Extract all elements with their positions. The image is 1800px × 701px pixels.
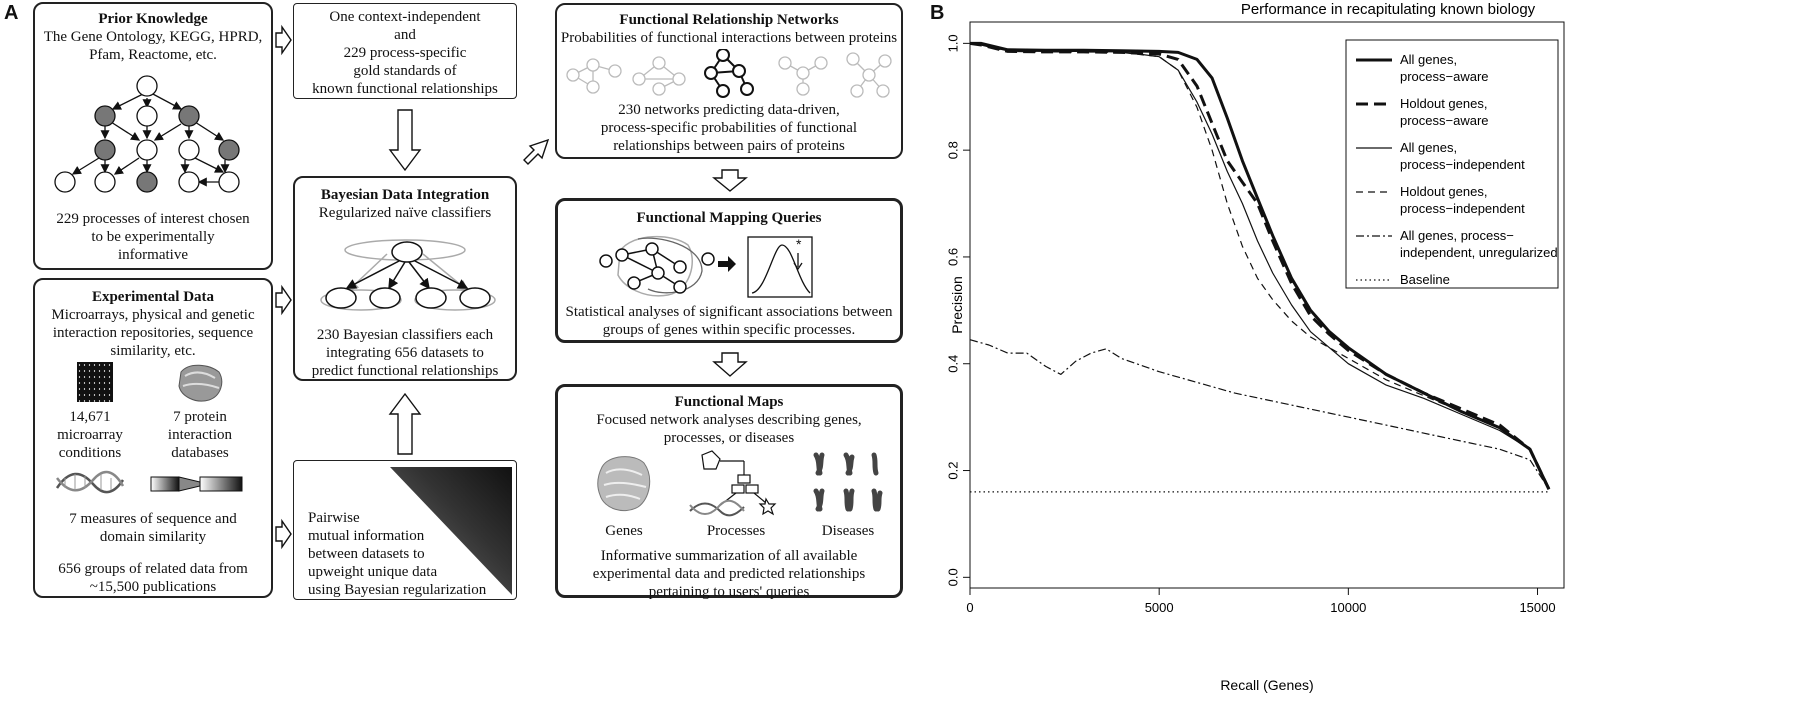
- y-tick-label: 0.8: [945, 141, 960, 159]
- arrow-fmq-to-fm: [714, 353, 746, 376]
- x-tick-label: 10000: [1330, 600, 1366, 615]
- arrow-frn-to-fmq: [714, 170, 746, 191]
- legend-label-6: Baseline: [1400, 272, 1450, 287]
- x-tick-label: 5000: [1145, 600, 1174, 615]
- y-tick-label: 0.6: [945, 248, 960, 266]
- y-tick-label: 0.4: [945, 355, 960, 373]
- y-tick-label: 0.0: [945, 568, 960, 586]
- arrow-pairwise-to-bayes: [390, 394, 420, 454]
- flow-arrows: [0, 0, 930, 701]
- arrow-prior-to-gold: [276, 27, 291, 53]
- y-tick-label: 1.0: [945, 34, 960, 52]
- x-axis-label: Recall (Genes): [1220, 677, 1313, 693]
- y-axis-label: Precision: [949, 276, 965, 334]
- arrow-experimental-to-bayes: [276, 287, 291, 313]
- chart-title: Performance in recapitulating known biol…: [1241, 1, 1536, 18]
- y-tick-label: 0.2: [945, 461, 960, 479]
- arrow-bayes-to-frn: [524, 140, 548, 164]
- arrow-experimental-to-pairwise: [276, 521, 291, 547]
- x-tick-label: 0: [966, 600, 973, 615]
- x-tick-label: 15000: [1519, 600, 1555, 615]
- precision-recall-chart: Performance in recapitulating known biol…: [940, 0, 1790, 701]
- arrow-gold-to-bayes: [390, 110, 420, 170]
